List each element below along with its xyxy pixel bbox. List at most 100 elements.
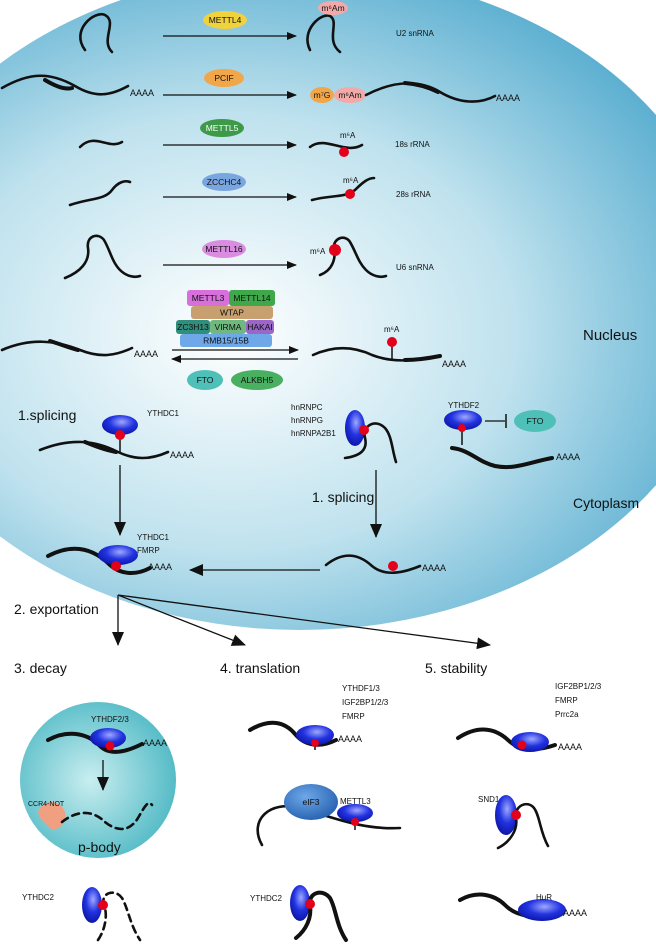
mettl3-shape-translation — [337, 804, 373, 822]
m6am-badge-pcif: m⁶Am — [334, 87, 366, 103]
svg-text:WTAP: WTAP — [220, 308, 244, 318]
mettl3-translation-label: METTL3 — [340, 797, 371, 806]
cytoplasm-label: Cytoplasm — [573, 495, 639, 511]
svg-text:m⁶Am: m⁶Am — [338, 90, 361, 100]
svg-text:HAKAI: HAKAI — [247, 322, 273, 332]
hnrnp-label-1: hnRNPG — [291, 416, 323, 425]
translation-reader2-label: YTHDC2 — [250, 894, 283, 903]
ythdf2-reader-shape-nucleus — [444, 410, 482, 430]
mrna-spliced — [324, 554, 422, 575]
tail-translation: AAAA — [338, 734, 362, 744]
svg-text:ALKBH5: ALKBH5 — [241, 375, 274, 385]
fto-pill-complex: FTO — [187, 370, 223, 390]
degraded-rna-2 — [96, 891, 142, 942]
18s-rrna-substrate — [78, 139, 124, 149]
translation-reader-2: FMRP — [342, 712, 365, 721]
stability-reader-2: Prrc2a — [555, 710, 579, 719]
zcchc4-pill: ZCCHC4 — [202, 173, 246, 191]
18s-rrna-product — [308, 141, 364, 150]
ccr4-not-label: CCR4-NOT — [28, 801, 65, 808]
nucleus-body — [0, 0, 656, 630]
m6a-dot-28s — [345, 189, 355, 199]
ccr4-not-shape — [38, 802, 66, 830]
svg-text:METTL3: METTL3 — [192, 293, 225, 303]
m6a-dot-complex — [387, 337, 397, 347]
mrna-export — [46, 546, 152, 575]
u6-snrna-label: U6 snRNA — [396, 263, 434, 272]
m6a-dot-18s — [339, 147, 349, 157]
u6-snrna-product — [318, 236, 388, 279]
tail-stability: AAAA — [558, 742, 582, 752]
mrna-snd1 — [496, 802, 550, 850]
svg-text:ZC3H13: ZC3H13 — [177, 322, 209, 332]
decay-label: 3. decay — [14, 660, 67, 676]
mettl4-pill: METTL4 — [203, 11, 247, 29]
m7g-badge: m⁷G — [310, 87, 334, 103]
translation-reader-1: IGF2BP1/2/3 — [342, 698, 389, 707]
ythdc2-reader-shape-decay — [82, 887, 102, 923]
svg-text:RMB15/15B: RMB15/15B — [203, 336, 249, 346]
export-reader-shape — [98, 545, 138, 565]
export-reader-label-0: YTHDC1 — [137, 533, 170, 542]
snd1-shape — [495, 795, 517, 835]
tail-complex-right: AAAA — [442, 359, 466, 369]
arrow-to-translation — [117, 594, 246, 646]
stability-reader-1: FMRP — [555, 696, 578, 705]
mettl5-label: METTL5 — [206, 123, 239, 133]
p-body-circle — [20, 702, 176, 858]
mrna-ythdf2 — [450, 446, 554, 469]
m6a-dot-decay — [105, 741, 115, 751]
decay-reader2-label: YTHDC2 — [22, 893, 55, 902]
ythdf2-label: YTHDF2 — [448, 401, 480, 410]
ythdc1-label: YTHDC1 — [147, 409, 180, 418]
arrow-to-stability — [117, 594, 491, 650]
svg-text:m⁷G: m⁷G — [314, 90, 331, 100]
m6a-label-28s: m⁶A — [343, 176, 359, 185]
28s-rrna-substrate — [68, 179, 132, 207]
hnrnp-reader-shape — [345, 410, 365, 446]
m6a-dot-ythdf2 — [458, 424, 466, 432]
u6-snrna-substrate — [63, 234, 142, 280]
mrna-exon-b — [403, 81, 440, 94]
m6am-badge-u2: m⁶Am — [318, 1, 348, 15]
mettl14-block — [229, 290, 275, 306]
m6a-label-complex: m⁶A — [384, 325, 400, 334]
m6a-label-18s: m⁶A — [340, 131, 356, 140]
wtap-block — [191, 306, 273, 319]
mettl4-label: METTL4 — [209, 15, 242, 25]
stability-label: 5. stability — [425, 660, 487, 676]
m6a-dot-decay-2 — [98, 900, 108, 910]
hnrnp-label-0: hnRNPC — [291, 403, 323, 412]
ythdc1-reader-shape — [102, 415, 138, 435]
tail-splicing-left: AAAA — [170, 450, 194, 460]
mettl16-pill: METTL16 — [202, 240, 246, 258]
translation-label: 4. translation — [220, 660, 300, 676]
writer-complex: METTL3 METTL14 WTAP ZC3H13 VIRMA HAKAI R… — [176, 290, 275, 347]
m6a-dot-hnrnp — [359, 425, 369, 435]
p-body-label: p-body — [78, 839, 121, 855]
export-reader-label-1: FMRP — [137, 546, 160, 555]
fto-pill-inhibited: FTO — [514, 410, 556, 432]
m6a-dot-stability — [517, 740, 527, 750]
18s-rrna-label: 18s rRNA — [395, 140, 430, 149]
mettl16-label: METTL16 — [205, 244, 243, 254]
exportation-label: 2. exportation — [14, 601, 99, 617]
u2-snrna-substrate — [79, 12, 114, 54]
snd1-label: SND1 — [478, 795, 500, 804]
mrna-exon-d — [403, 354, 442, 362]
u2-snrna-product — [306, 14, 342, 54]
mrna-translation-2 — [294, 890, 348, 942]
pcif-pill: PCIF — [204, 69, 244, 87]
nucleus-label: Nucleus — [583, 327, 637, 344]
rbm15-block — [180, 334, 272, 347]
tail-pcif-in: AAAA — [130, 88, 154, 98]
virma-block — [210, 320, 246, 334]
28s-rrna-product — [310, 176, 376, 202]
decay-reader-label: YTHDF2/3 — [91, 715, 129, 724]
28s-rrna-label: 28s rRNA — [396, 190, 431, 199]
mrna-exon-c — [48, 339, 80, 352]
tail-decay: AAAA — [143, 738, 167, 748]
mrna-exon-a — [43, 78, 74, 91]
translation-reader-0: YTHDF1/3 — [342, 684, 380, 693]
